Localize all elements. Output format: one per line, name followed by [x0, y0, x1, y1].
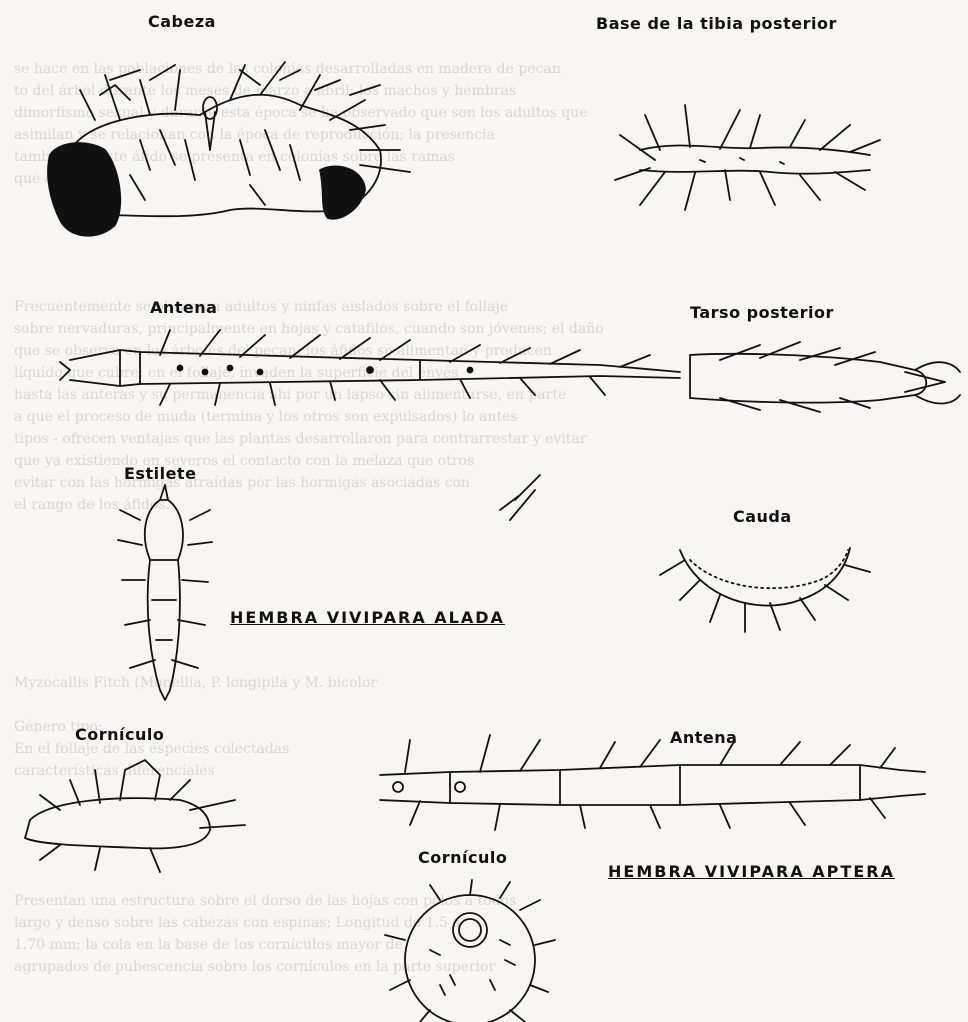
- cauda-drawing: [660, 548, 870, 632]
- label-base-tibia: Base de la tibia posterior: [596, 14, 837, 33]
- antena-alada-drawing: [60, 330, 680, 405]
- title-hembra-alada: HEMBRA VIVIPARA ALADA: [230, 608, 505, 627]
- estilete-drawing: [118, 485, 212, 700]
- label-tarso: Tarso posterior: [690, 303, 834, 322]
- label-cauda: Cauda: [733, 507, 792, 526]
- label-corniculo-2: Cornículo: [418, 848, 507, 867]
- cabeza-drawing: [48, 62, 410, 236]
- corniculo-aptera-drawing: [25, 760, 245, 872]
- label-estilete: Estilete: [124, 464, 196, 483]
- label-antena-alada: Antena: [150, 298, 217, 317]
- label-corniculo-aptera: Cornículo: [75, 725, 164, 744]
- antena-aptera-drawing: [380, 735, 925, 830]
- stray-mark: [500, 475, 540, 520]
- title-hembra-aptera: HEMBRA VIVIPARA APTERA: [608, 862, 895, 881]
- tarso-drawing: [690, 342, 960, 412]
- corniculo-2-drawing: [385, 880, 555, 1022]
- tibia-drawing: [615, 105, 880, 210]
- label-antena-aptera: Antena: [670, 728, 737, 747]
- label-cabeza: Cabeza: [148, 12, 216, 31]
